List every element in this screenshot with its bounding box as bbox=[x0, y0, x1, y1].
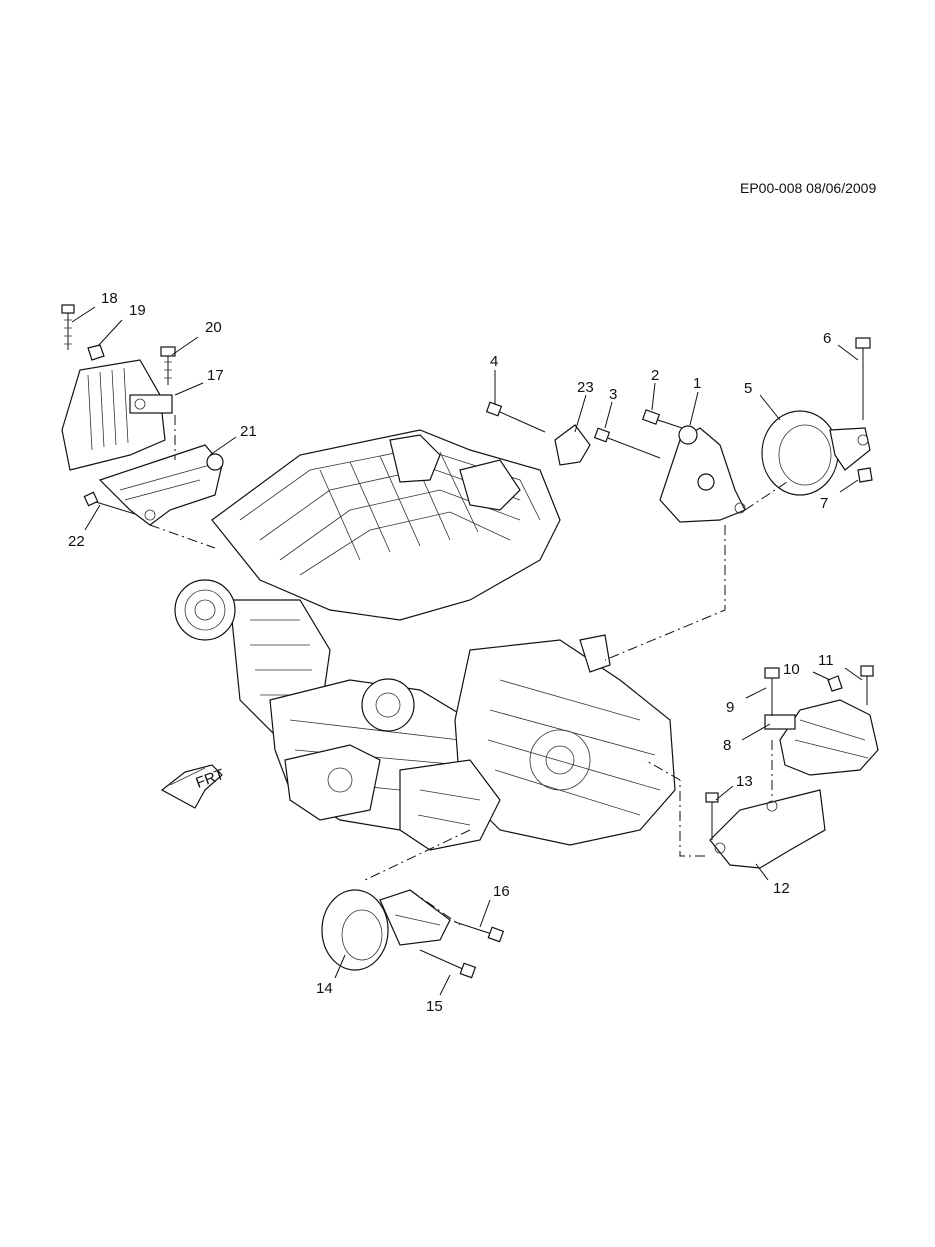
callout-13: 13 bbox=[736, 773, 753, 790]
callout-15: 15 bbox=[426, 998, 443, 1015]
callout-9: 9 bbox=[726, 699, 734, 716]
engine-assembly bbox=[174, 429, 676, 851]
callout-11: 11 bbox=[818, 652, 834, 669]
part-5-mount bbox=[761, 410, 871, 496]
part-14-mount bbox=[321, 889, 451, 971]
callout-12: 12 bbox=[773, 880, 790, 897]
callout-2: 2 bbox=[651, 367, 659, 384]
bolts-15-16 bbox=[419, 921, 505, 979]
part-1-bracket bbox=[659, 425, 746, 523]
part-17-mount bbox=[61, 359, 173, 471]
callout-19: 19 bbox=[129, 302, 146, 319]
callout-5: 5 bbox=[744, 380, 752, 397]
part-8-mount bbox=[764, 699, 879, 776]
part-23-shield bbox=[554, 424, 591, 466]
bolts-6-7 bbox=[855, 337, 873, 483]
callout-17: 17 bbox=[207, 367, 224, 384]
callout-6: 6 bbox=[823, 330, 831, 347]
callout-16: 16 bbox=[493, 883, 510, 900]
bolt-13 bbox=[705, 792, 719, 840]
callout-3: 3 bbox=[609, 386, 617, 403]
diagram-reference-code: EP00-008 08/06/2009 bbox=[740, 180, 877, 196]
callout-18: 18 bbox=[101, 290, 118, 307]
callout-23: 23 bbox=[577, 379, 594, 396]
leader-lines bbox=[71, 306, 863, 996]
callout-10: 10 bbox=[783, 661, 800, 678]
callout-1: 1 bbox=[693, 375, 701, 392]
alignment-lines bbox=[149, 415, 791, 926]
part-12-bracket bbox=[709, 789, 826, 869]
callout-labels: 1 2 3 4 5 6 7 8 9 10 11 12 13 14 15 16 1… bbox=[68, 290, 834, 1015]
bolts-9-10-11 bbox=[764, 665, 874, 716]
bolts-18-19-20 bbox=[61, 304, 176, 385]
callout-22: 22 bbox=[68, 533, 85, 550]
callout-21: 21 bbox=[240, 423, 257, 440]
callout-4: 4 bbox=[490, 353, 498, 370]
callout-7: 7 bbox=[820, 495, 828, 512]
bolts-2-3-4 bbox=[485, 401, 683, 459]
callout-8: 8 bbox=[723, 737, 731, 754]
callout-20: 20 bbox=[205, 319, 222, 336]
front-direction-arrow: FRT bbox=[160, 764, 227, 809]
callout-14: 14 bbox=[316, 980, 333, 997]
bolt-22 bbox=[83, 491, 136, 515]
